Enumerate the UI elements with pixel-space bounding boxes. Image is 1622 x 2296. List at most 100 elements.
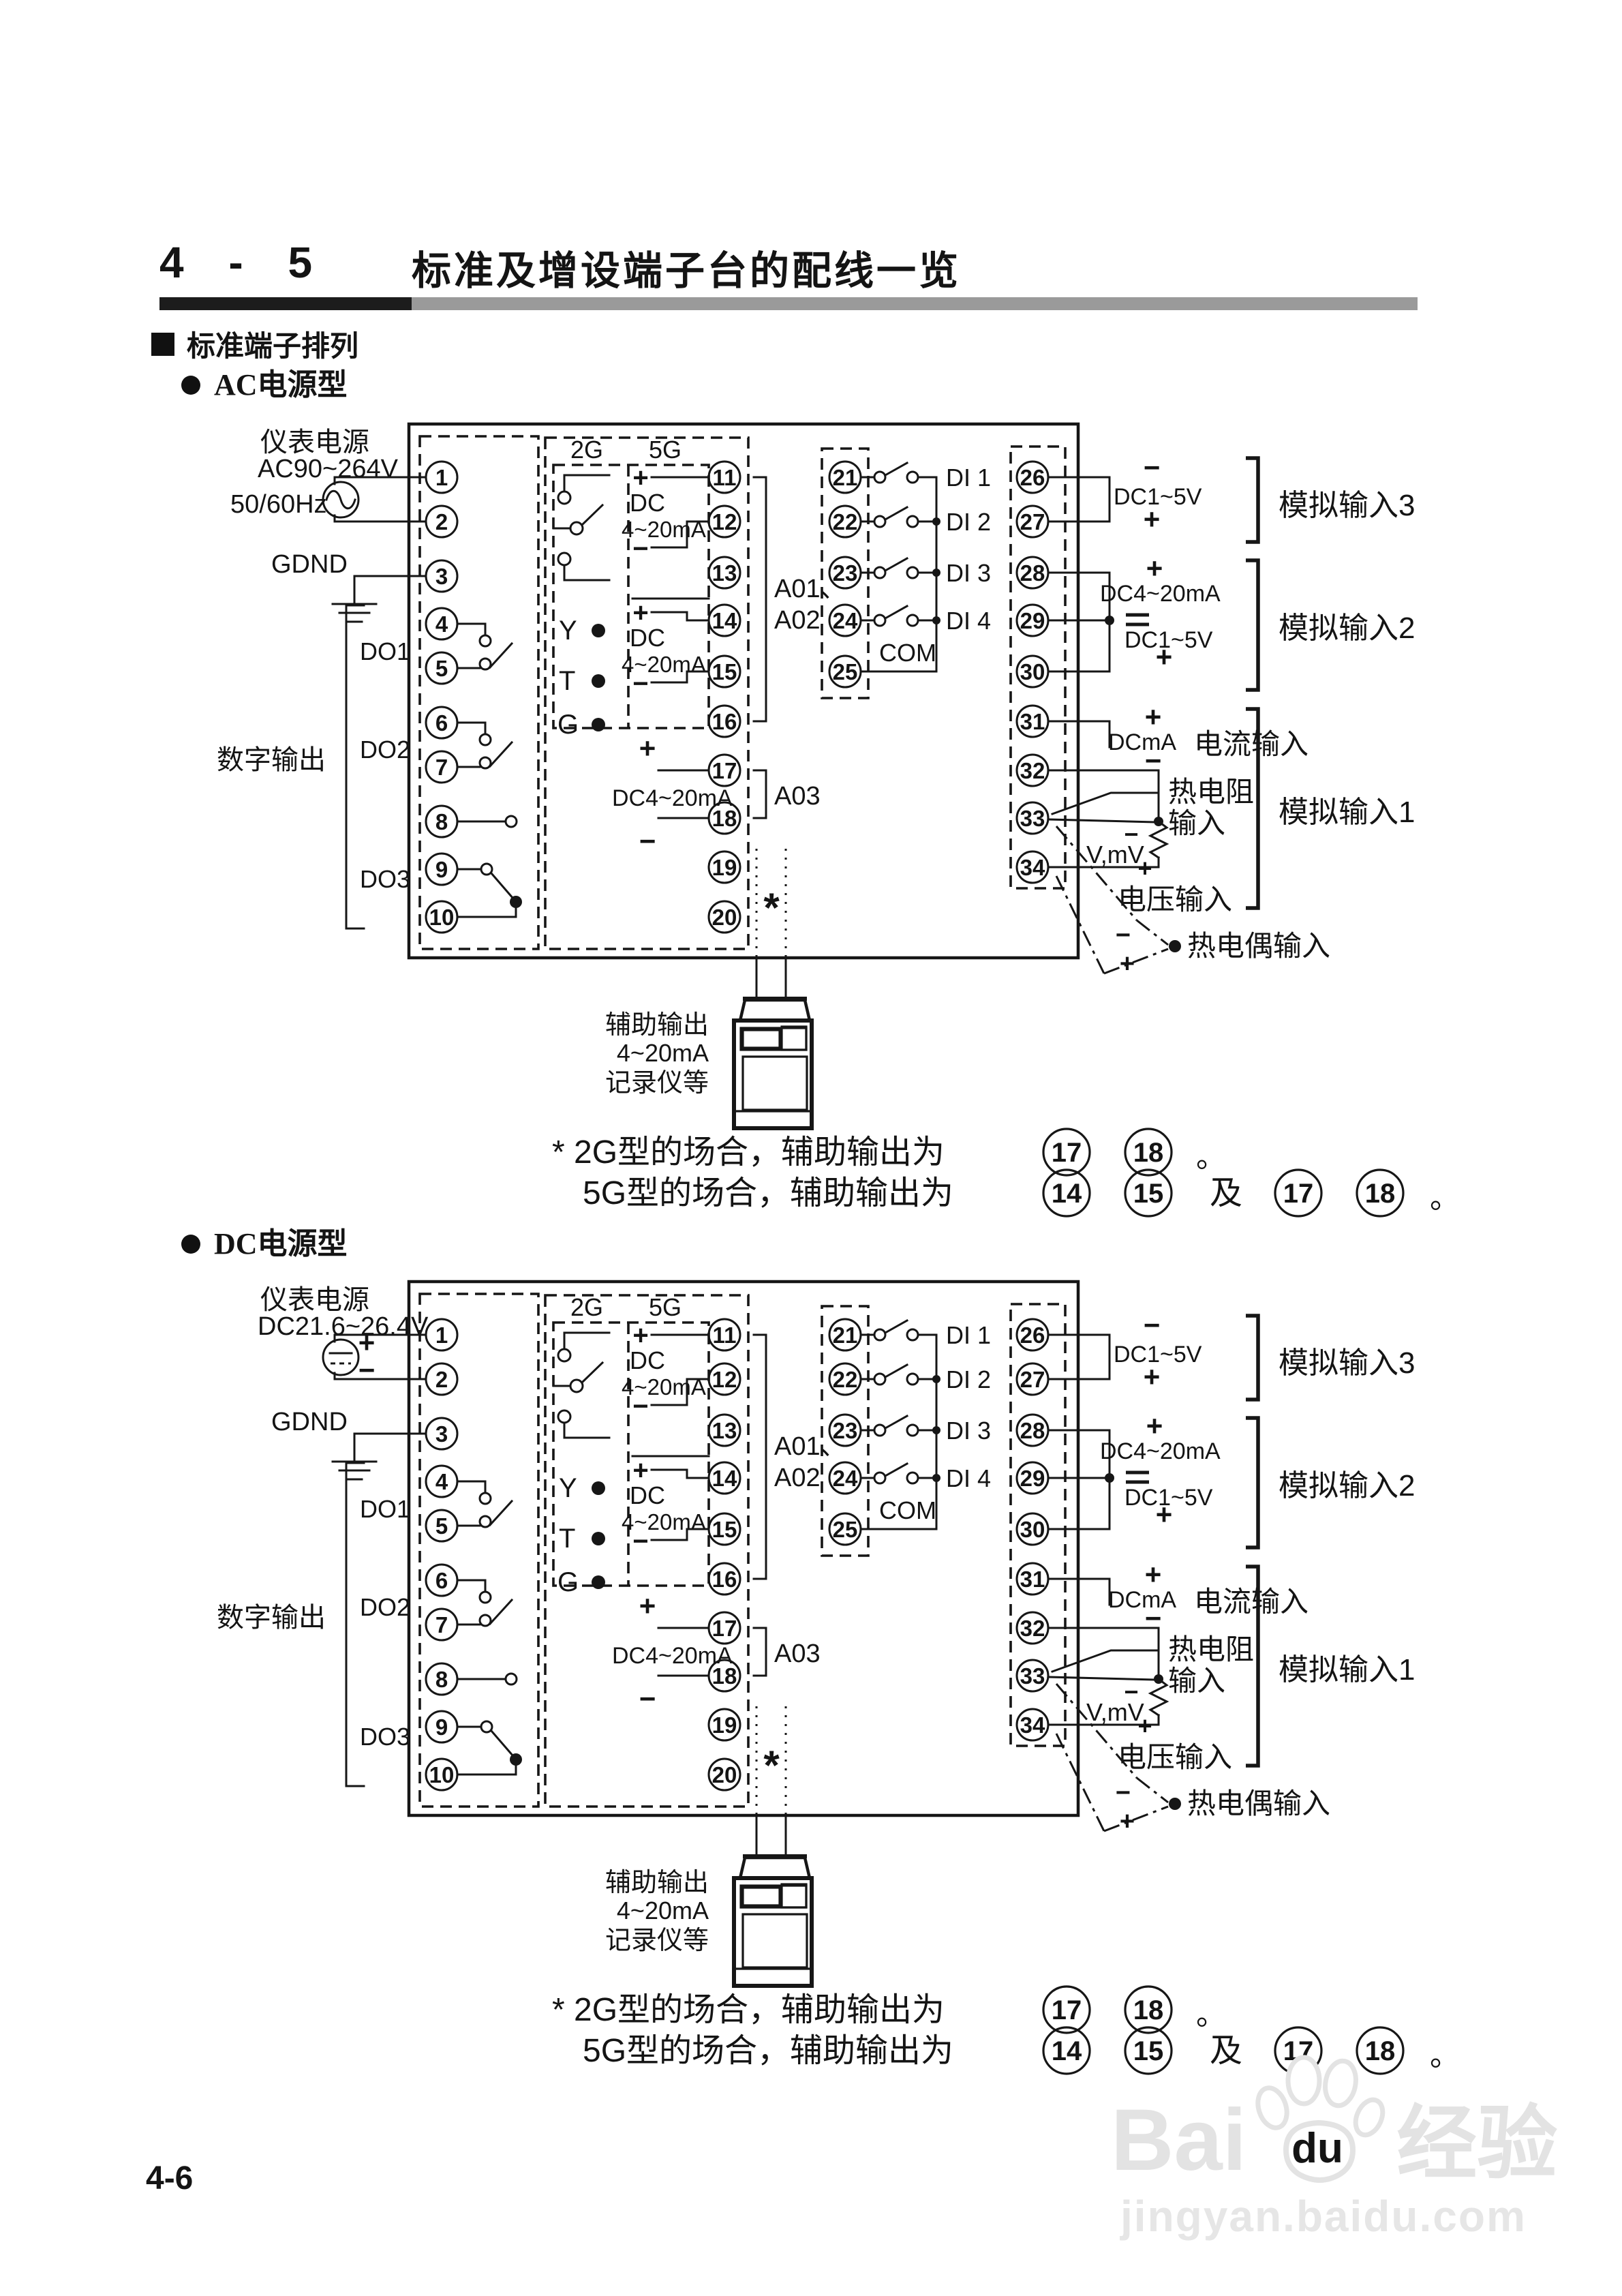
note-line1-text: * 2G型的场合，辅助输出为: [552, 1134, 945, 1170]
terminal: [1015, 1659, 1050, 1693]
plus-sign: +: [1156, 641, 1173, 673]
diagram-heading-ac-label: AC电源型: [214, 368, 348, 402]
tc-wire: [1055, 875, 1105, 974]
left-terminal-box: [418, 435, 540, 950]
terminal-number: 32: [1020, 1616, 1045, 1641]
contact-point: [906, 1423, 919, 1437]
recorder-body: [732, 1018, 814, 1130]
terminal-number: 13: [712, 1418, 737, 1443]
plus-sign: +: [639, 732, 656, 764]
aux-group-box: [552, 1321, 710, 1587]
plus-sign: +: [1146, 552, 1163, 584]
note-line1-text: * 2G型的场合，辅助输出为: [552, 1992, 945, 2028]
contact-blade: [581, 503, 605, 526]
terminal-number: 18: [712, 1663, 737, 1689]
vmv-label: V,mV: [1086, 1698, 1144, 1726]
contact-blade: [581, 1361, 605, 1384]
di-label: DI 1: [946, 464, 991, 492]
tc-wire: [1103, 1805, 1169, 1832]
analog1-bracket: [1246, 707, 1260, 910]
voltage-input-label: 电压输入: [1118, 883, 1232, 916]
analog-input-3-label: 模拟输入3: [1279, 489, 1415, 522]
terminal-number: 21: [833, 465, 858, 490]
contact-point: [478, 756, 492, 770]
di-label: DI 3: [946, 1417, 991, 1445]
circle-bullet-icon: [181, 1235, 200, 1254]
note-number: 18: [1365, 1179, 1396, 1209]
contact-point: [504, 1672, 518, 1686]
dc15-label: DC1~5V: [1114, 484, 1202, 510]
contact-point: [906, 470, 919, 484]
wire: [650, 1528, 710, 1541]
contact-point: [478, 634, 492, 648]
terminal-number: 28: [1020, 560, 1045, 586]
tc-dot: [1169, 1798, 1181, 1810]
terminal-number: 33: [1020, 1663, 1045, 1689]
note-number: 18: [1133, 1138, 1164, 1168]
terminal: [425, 1362, 459, 1396]
contact-point: [478, 1492, 492, 1505]
note-line2-text: 5G型的场合，辅助输出为: [583, 2033, 953, 2069]
terminal-number: 27: [1020, 509, 1045, 534]
tc-wire: [1055, 1683, 1138, 1779]
plus-sign: +: [1137, 854, 1152, 882]
terminal: [707, 1708, 741, 1742]
terminal-number: 25: [833, 659, 858, 684]
t-dot: [592, 1532, 605, 1545]
g-dot: [592, 718, 605, 731]
tc-wire: [1055, 826, 1138, 921]
terminal-block-outline: [407, 422, 1080, 960]
contact-blade: [883, 1414, 909, 1430]
wire: [456, 1764, 517, 1776]
terminal-number: 12: [712, 1367, 737, 1392]
note-number: 14: [1052, 1179, 1082, 1209]
terminal-number: 4: [435, 1469, 448, 1494]
contact-point: [906, 1471, 919, 1485]
note-number: 17: [1283, 1179, 1314, 1209]
dc420-label: DC4~20mA: [612, 785, 733, 811]
terminal-number: 7: [435, 1612, 448, 1637]
contact-point: [906, 566, 919, 579]
dc420-label: DC4~20mA: [612, 1643, 733, 1669]
tc-wire: [1055, 1733, 1105, 1832]
diagram-heading-dc: DC电源型: [181, 1219, 348, 1263]
terminal-number: 19: [712, 855, 737, 880]
title-underline-light: [412, 297, 1418, 310]
minus-sign: −: [1116, 921, 1131, 950]
terminal-number: 24: [833, 1466, 858, 1491]
resistor-icon: [1148, 819, 1169, 860]
minus-sign: −: [632, 1391, 648, 1421]
recorder-body: [732, 1876, 814, 1988]
terminal-number: 18: [712, 806, 737, 831]
current-input-label: 电流输入: [1194, 1586, 1309, 1618]
contact-point: [906, 515, 919, 528]
note-circled-number: [1042, 2026, 1091, 2075]
terminal-number: 34: [1020, 1712, 1045, 1738]
do3-label: DO3: [360, 865, 410, 893]
terminal-number: 16: [712, 709, 737, 734]
terminal-number: 11: [713, 465, 737, 490]
plus-sign: +: [358, 1327, 376, 1359]
terminal-number: 28: [1020, 1418, 1045, 1443]
contact-point: [480, 862, 493, 876]
gdnd-label: GDND: [271, 550, 348, 579]
plus-sign: +: [632, 463, 648, 493]
note-circled-number: [1274, 1168, 1323, 1218]
recorder-display: [739, 1027, 808, 1051]
terminal-number: 26: [1020, 1323, 1045, 1348]
recorder-door: [741, 1913, 808, 1969]
aux-device-label: 记录仪等: [605, 1069, 709, 1098]
vmv-label: V,mV: [1086, 841, 1144, 868]
asterisk: *: [763, 1742, 780, 1788]
terminal-number: 33: [1020, 806, 1045, 831]
terminal-number: 21: [833, 1323, 858, 1348]
wire: [456, 1480, 487, 1494]
terminal-number: 17: [712, 758, 737, 783]
minus-sign: −: [358, 1354, 376, 1386]
tc-wire: [1136, 1777, 1169, 1804]
note-and: 及: [1210, 2033, 1242, 2069]
plus-sign: +: [1137, 1712, 1152, 1740]
contact-point: [873, 515, 887, 528]
terminal: [1015, 801, 1050, 835]
plus-sign: +: [1156, 1498, 1173, 1530]
